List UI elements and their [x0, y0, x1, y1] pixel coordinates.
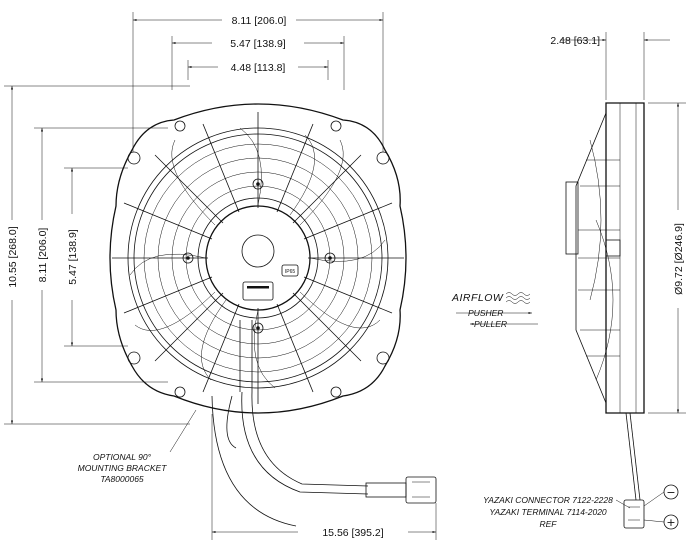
dim-overall-width: 8.11 [206.0] [232, 15, 287, 27]
mount-ear [127, 351, 141, 365]
motor-housing [205, 205, 311, 311]
connector-note-line2: YAZAKI TERMINAL 7114-2020 [489, 507, 607, 517]
motor-shaft-cap [241, 234, 275, 268]
connector-leader [615, 499, 631, 509]
side-connector [623, 499, 645, 529]
side-bracket [605, 239, 621, 257]
guard-spokes [112, 112, 404, 404]
dim-mount-width-outer: 5.47 [138.9] [230, 38, 286, 50]
motor-ring [197, 197, 319, 319]
mount-ear [174, 386, 186, 398]
mount-ear [174, 120, 186, 132]
connector [405, 476, 437, 504]
dim-mount-height-inner: 5.47 [138.9] [67, 229, 79, 285]
ip-badge [281, 264, 299, 277]
power-leads [211, 391, 437, 527]
airflow-pusher: PUSHER [468, 308, 503, 318]
dim-depth: 2.48 [63.1] [550, 35, 600, 47]
bracket-note-line1: OPTIONAL 90° [93, 452, 152, 462]
dim-lead-length: 15.56 [395.2] [322, 527, 383, 539]
dim-overall-height: 10.55 [268.0] [7, 226, 19, 287]
side-guard [575, 112, 607, 404]
mount-ear [330, 386, 342, 398]
connector-note-line1: YAZAKI CONNECTOR 7122-2228 [483, 495, 613, 505]
wire-terminal [365, 482, 407, 498]
fan-blades [129, 127, 386, 389]
motor-label-plate [242, 281, 274, 301]
left-dimensions [4, 85, 190, 425]
side-shroud [605, 102, 645, 414]
side-view [565, 102, 679, 530]
airflow-title: AIRFLOW [451, 292, 504, 304]
bracket-leader [169, 409, 197, 453]
motor-screws [182, 178, 336, 334]
mount-ear [330, 120, 342, 132]
negative-terminal-icon [663, 484, 679, 500]
bracket-note-line3: TA8000065 [100, 474, 144, 484]
mount-ear [127, 151, 141, 165]
side-motor [565, 181, 579, 255]
positive-symbol: + [666, 516, 675, 529]
mount-ear [376, 151, 390, 165]
mount-ear [376, 351, 390, 365]
fan-housing [109, 103, 407, 414]
top-dimensions [132, 12, 384, 152]
dim-mount-height-outer: 8.11 [206.0] [37, 228, 49, 283]
dim-diameter: Ø9.72 [Ø246.9] [673, 223, 685, 295]
motor-label-brand [247, 286, 269, 289]
front-view: IP65 [109, 103, 407, 414]
ip-rating: IP65 [285, 269, 296, 275]
airflow-indicator: AIRFLOW [451, 292, 538, 326]
airflow-puller: PULLER [474, 319, 507, 329]
positive-terminal-icon [663, 514, 679, 530]
negative-symbol: − [666, 486, 675, 499]
connector-note-line3: REF [540, 519, 558, 529]
dim-mount-width-inner: 4.48 [113.8] [231, 62, 286, 74]
bracket-note-line2: MOUNTING BRACKET [78, 463, 168, 473]
